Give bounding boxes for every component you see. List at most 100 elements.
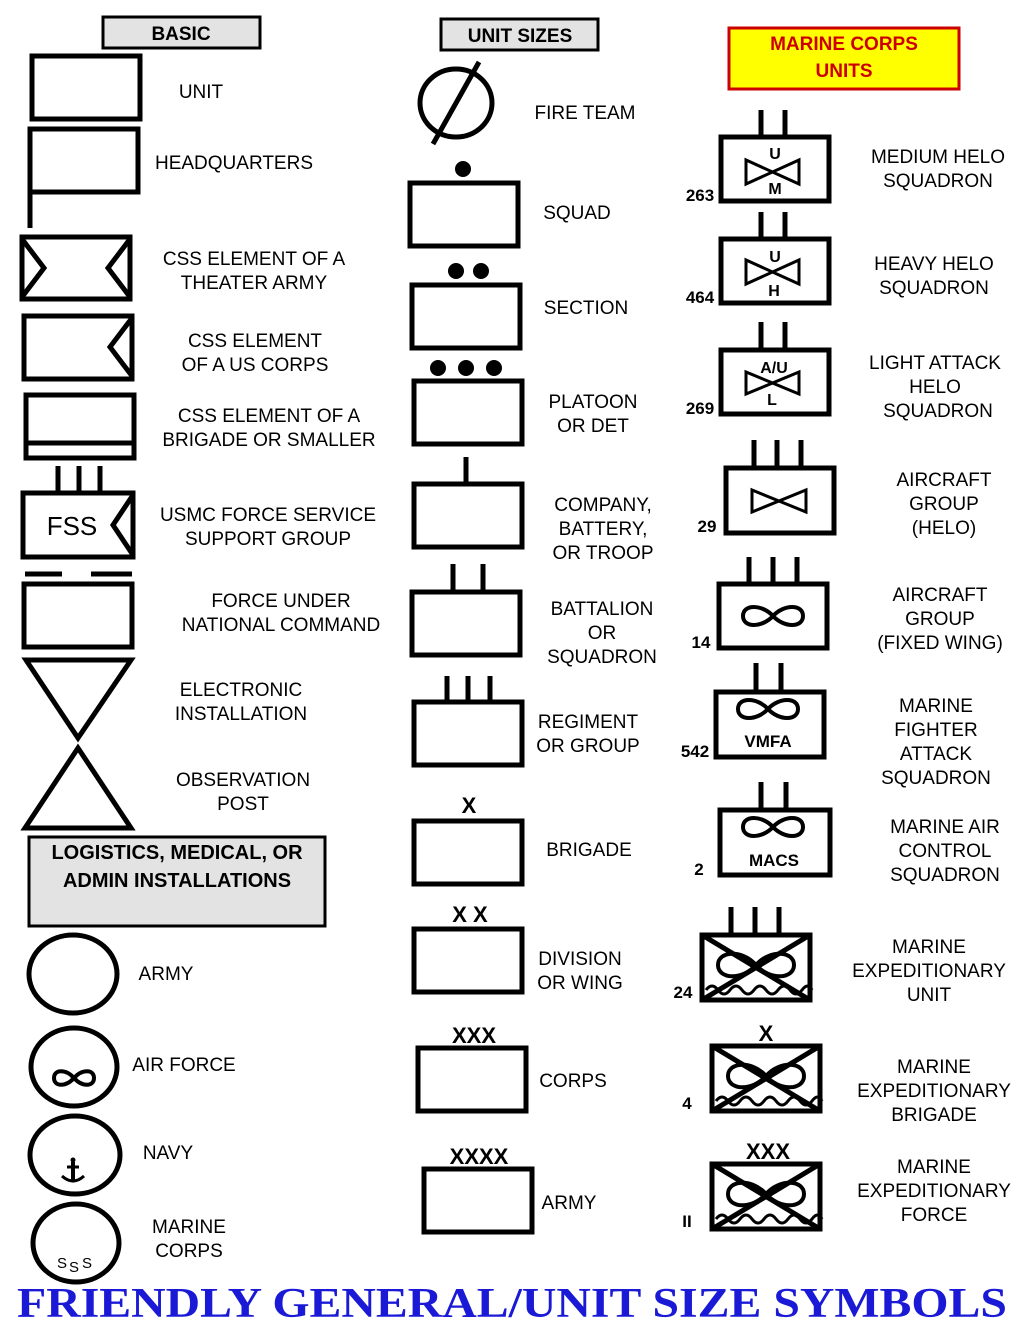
meu-label-2: EXPEDITIONARY — [852, 961, 1006, 982]
logistics-marine-label-2: CORPS — [155, 1241, 223, 1262]
army-installation-symbol — [26, 932, 120, 1016]
basic-electronic-row: ELECTRONIC INSTALLATION — [21, 657, 307, 743]
basic-css-corps-row: CSS ELEMENT OF A US CORPS — [21, 313, 329, 382]
heavy-helo-label-1: HEAVY HELO — [874, 254, 994, 275]
logistics-header-line1: LOGISTICS, MEDICAL, OR — [51, 842, 303, 864]
aircraft-group-fixed-label-2: GROUP — [905, 609, 975, 630]
division-symbol — [411, 926, 525, 995]
fss-symbol-text: FSS — [47, 511, 98, 541]
air-force-installation-symbol — [28, 1025, 120, 1109]
basic-css-brigade-row: CSS ELEMENT OF A BRIGADE OR SMALLER — [23, 392, 376, 461]
infinity-icon — [725, 1062, 807, 1090]
battalion-symbol — [409, 589, 523, 658]
aircraft-group-helo-label-3: (HELO) — [912, 518, 976, 539]
battalion-label-3: SQUADRON — [547, 647, 657, 668]
marine-meb-row: X 4 MARINE EXPEDITIONARY BRIGADE — [682, 1021, 1011, 1126]
basic-header: BASIC — [101, 15, 262, 50]
basic-unit-row: UNIT — [29, 53, 224, 122]
vmfa-label-2: FIGHTER — [894, 720, 977, 741]
marine-corps-units-header: MARINE CORPS UNITS — [727, 26, 961, 91]
logistics-header-line2: ADMIN INSTALLATIONS — [63, 870, 291, 892]
rotor-icon — [750, 487, 808, 515]
macs-label-2: CONTROL — [899, 841, 992, 862]
basic-headquarters-row: HEADQUARTERS — [27, 126, 313, 228]
electronic-installation-symbol — [21, 657, 136, 743]
basic-css-theater-row: CSS ELEMENT OF A THEATER ARMY — [19, 234, 345, 302]
light-attack-sym-bottom: L — [767, 392, 777, 409]
css-brigade-label-1: CSS ELEMENT OF A — [178, 406, 361, 427]
size-fire-team-row: FIRE TEAM — [417, 60, 636, 146]
marine-header-line2: UNITS — [816, 61, 873, 82]
section-symbol — [409, 282, 523, 351]
mef-label-1: MARINE — [897, 1157, 971, 1178]
marine-medium-helo-row: U M 263 MEDIUM HELO SQUADRON — [686, 110, 1005, 205]
heavy-helo-label-2: SQUADRON — [879, 278, 989, 299]
sss-marks: S S S — [57, 1255, 92, 1276]
aircraft-group-helo-label-1: AIRCRAFT — [897, 470, 992, 491]
vmfa-label-4: SQUADRON — [881, 768, 991, 789]
css-corps-label-2: OF A US CORPS — [182, 355, 329, 376]
vmfa-number: 542 — [681, 742, 709, 761]
css-corps-symbol — [21, 313, 135, 382]
army-symbol — [421, 1166, 535, 1235]
rotor-icon — [744, 157, 801, 187]
css-theater-label-2: THEATER ARMY — [181, 273, 328, 294]
mef-size-mark: XXX — [746, 1139, 790, 1164]
mef-number: II — [682, 1212, 691, 1231]
squad-label: SQUAD — [543, 203, 611, 224]
light-attack-number: 269 — [686, 399, 714, 418]
rotor-icon — [744, 257, 801, 287]
marine-aircraft-group-helo-row: 29 AIRCRAFT GROUP (HELO) — [698, 440, 992, 539]
light-attack-label-3: SQUADRON — [883, 401, 993, 422]
vmfa-label-1: MARINE — [899, 696, 973, 717]
wave-icon — [704, 984, 814, 996]
macs-symbol — [717, 807, 833, 878]
marine-light-attack-row: A/U L 269 LIGHT ATTACK HELO SQUADRON — [686, 322, 1001, 422]
regiment-label-1: REGIMENT — [538, 712, 639, 733]
basic-usmc-fss-row: FSS USMC FORCE SERVICE SUPPORT GROUP — [20, 466, 376, 560]
medium-helo-label-2: SQUADRON — [883, 171, 993, 192]
marine-vmfa-row: VMFA 542 MARINE FIGHTER ATTACK SQUADRON — [681, 663, 991, 789]
electronic-label-2: INSTALLATION — [175, 704, 307, 725]
squad-symbol — [407, 180, 521, 249]
mef-symbol — [709, 1161, 823, 1232]
division-label-2: OR WING — [537, 973, 623, 994]
size-platoon-row: PLATOON OR DET — [411, 360, 638, 447]
regiment-symbol — [411, 699, 525, 768]
aircraft-group-fixed-label-1: AIRCRAFT — [893, 585, 988, 606]
corps-symbol — [415, 1045, 529, 1114]
national-command-label-1: FORCE UNDER — [211, 591, 350, 612]
brigade-label: BRIGADE — [546, 840, 632, 861]
squad-dot — [455, 161, 471, 177]
vmfa-label-3: ATTACK — [900, 744, 972, 765]
company-label-3: OR TROOP — [553, 543, 654, 564]
meb-label-1: MARINE — [897, 1057, 971, 1078]
size-squad-row: SQUAD — [407, 161, 611, 249]
light-attack-label-2: HELO — [909, 377, 961, 398]
marine-installation-symbol — [30, 1201, 122, 1285]
observation-label-1: OBSERVATION — [176, 770, 310, 791]
usmc-fss-label-2: SUPPORT GROUP — [185, 529, 351, 550]
macs-label-3: SQUADRON — [890, 865, 1000, 886]
macs-sym-bottom: MACS — [749, 851, 799, 870]
size-section-row: SECTION — [409, 263, 628, 351]
division-size-mark: X X — [452, 902, 488, 927]
logistics-air-force-row: AIR FORCE — [28, 1025, 236, 1109]
svg-text:S: S — [57, 1255, 67, 1272]
basic-national-command-row: FORCE UNDER NATIONAL COMMAND — [21, 571, 380, 650]
basic-headquarters-label: HEADQUARTERS — [155, 153, 313, 174]
division-label-1: DIVISION — [538, 949, 621, 970]
company-label-1: COMPANY, — [554, 495, 652, 516]
platoon-label-2: OR DET — [557, 416, 629, 437]
aircraft-group-helo-symbol — [723, 465, 837, 536]
size-division-row: X X DIVISION OR WING — [411, 902, 623, 995]
electronic-label-1: ELECTRONIC — [180, 680, 302, 701]
navy-installation-symbol — [27, 1113, 123, 1197]
css-theater-symbol — [19, 234, 133, 302]
css-corps-label-1: CSS ELEMENT — [188, 331, 322, 352]
marine-macs-row: MACS 2 MARINE AIR CONTROL SQUADRON — [694, 782, 1000, 886]
wave-icon — [714, 1213, 824, 1225]
corps-label: CORPS — [539, 1071, 607, 1092]
marine-meu-row: 24 MARINE EXPEDITIONARY UNIT — [674, 907, 1006, 1006]
svg-text:S: S — [82, 1255, 92, 1272]
